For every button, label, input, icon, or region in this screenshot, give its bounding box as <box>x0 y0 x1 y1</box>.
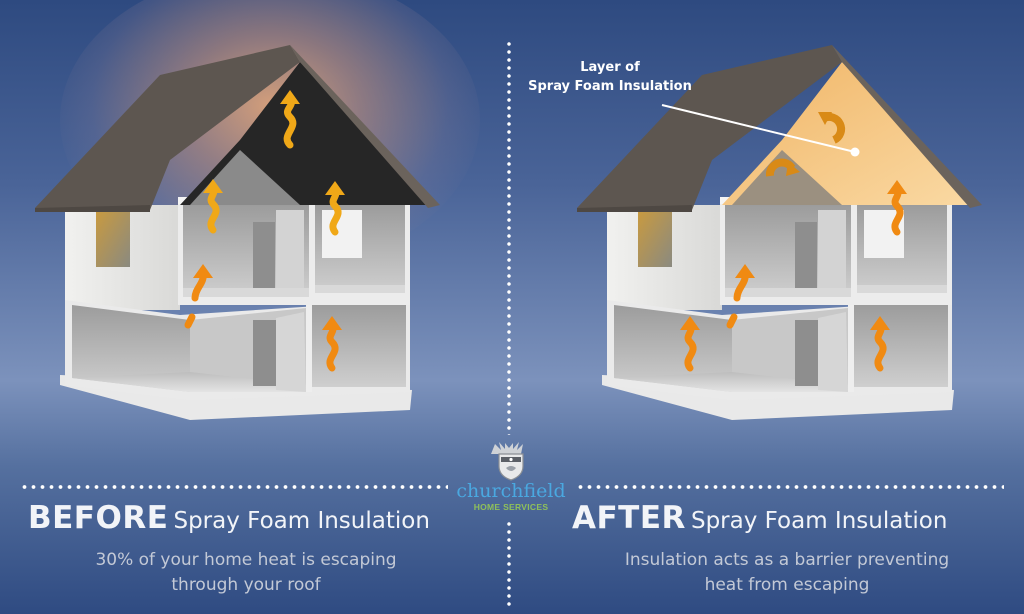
before-title-bold: BEFORE <box>28 500 169 536</box>
divider-horizontal-left <box>20 484 448 490</box>
callout-line2: Spray Foam Insulation <box>528 79 692 94</box>
after-house <box>577 45 982 420</box>
before-subtitle-line1: 30% of your home heat is escaping <box>95 550 397 570</box>
after-subtitle-line2: heat from escaping <box>704 575 870 595</box>
before-house <box>35 45 440 420</box>
churchfield-logo: churchfield HOME SERVICES <box>446 440 576 512</box>
roof <box>35 45 300 210</box>
after-title-bold: AFTER <box>572 500 686 536</box>
callout-dot <box>850 147 860 157</box>
before-title-rest: Spray Foam Insulation <box>173 508 430 534</box>
heat-arrow-icon <box>283 93 297 149</box>
after-title-rest: Spray Foam Insulation <box>690 508 948 534</box>
crest-icon <box>491 442 524 481</box>
callout-line1: Layer of <box>580 60 640 75</box>
divider-vertical-top <box>507 40 511 435</box>
logo-name: churchfield <box>456 480 566 502</box>
roof <box>577 45 842 210</box>
before-subtitle-line2: through your roof <box>171 575 321 595</box>
after-subtitle: Insulation acts as a barrier preventing … <box>552 548 1022 598</box>
after-subtitle-line1: Insulation acts as a barrier preventing <box>624 550 950 570</box>
after-heading: AFTER Spray Foam Insulation <box>572 500 947 536</box>
callout-line <box>661 104 856 153</box>
logo-tagline: HOME SERVICES <box>473 502 549 512</box>
divider-horizontal-right <box>576 484 1004 490</box>
before-heading: BEFORE Spray Foam Insulation <box>28 500 430 536</box>
insulation-callout: Layer of Spray Foam Insulation <box>520 58 700 96</box>
before-subtitle: 30% of your home heat is escaping throug… <box>16 548 476 598</box>
divider-vertical-bottom <box>507 520 511 610</box>
